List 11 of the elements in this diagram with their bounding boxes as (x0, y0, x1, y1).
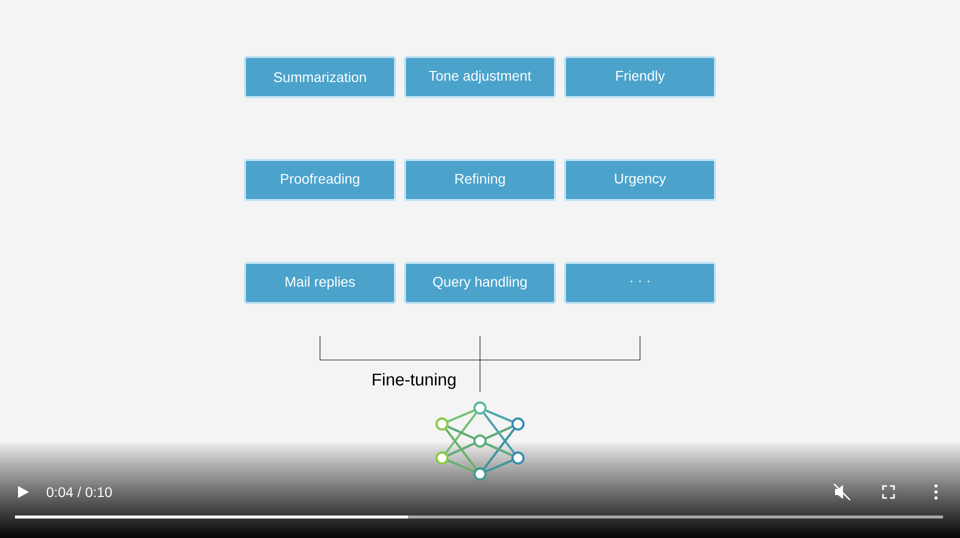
task-box: · · · (564, 262, 716, 304)
task-box: Urgency (564, 159, 716, 201)
task-box: Proofreading (244, 159, 396, 201)
task-box: Query handling (404, 262, 556, 304)
task-box: Mail replies (244, 262, 396, 304)
task-box: Friendly (564, 56, 716, 98)
task-box: Tone adjustment (404, 56, 556, 98)
task-box: Refining (404, 159, 556, 201)
time-text: 0:04 / 0:10 (46, 486, 112, 498)
task-box: Summarization (244, 56, 396, 98)
bracket-label: Fine-tuning (372, 373, 456, 389)
